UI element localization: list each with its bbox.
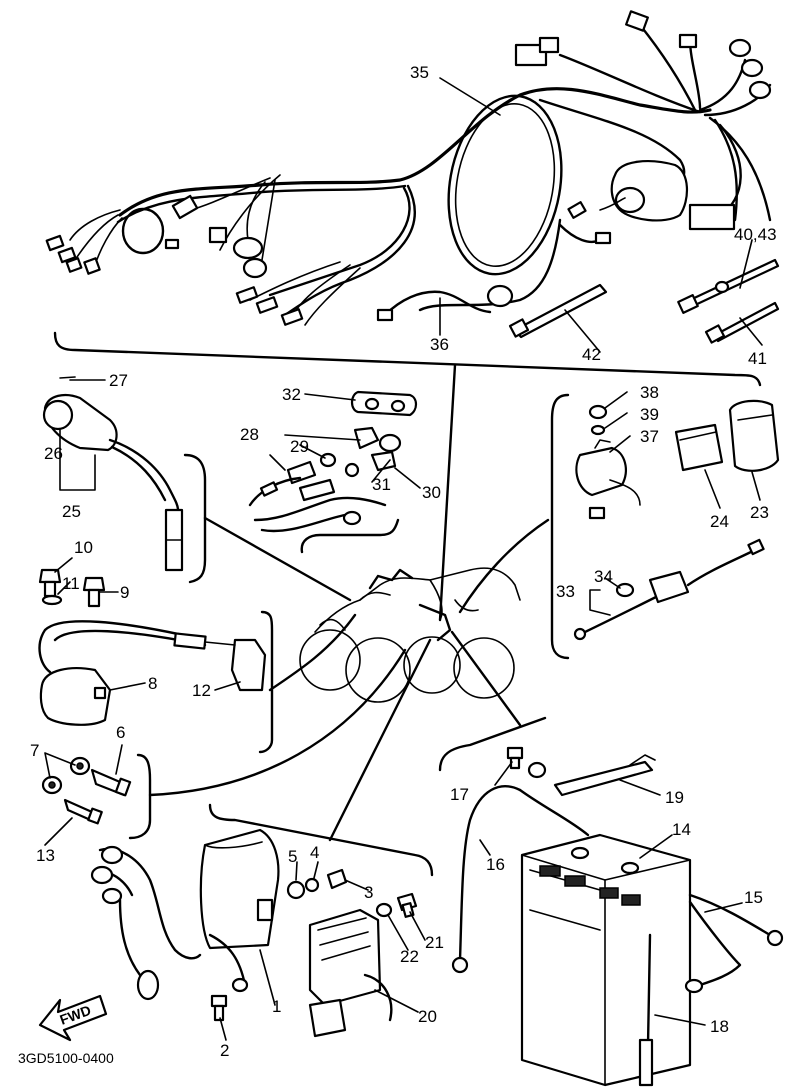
callout-42: 42 bbox=[582, 345, 601, 364]
callout-38: 38 bbox=[640, 383, 659, 402]
callout-19: 19 bbox=[665, 788, 684, 807]
callout-35: 35 bbox=[410, 63, 429, 82]
callout-18: 18 bbox=[710, 1017, 729, 1036]
callout-2: 2 bbox=[220, 1041, 229, 1060]
callout-16: 16 bbox=[486, 855, 505, 874]
relay-group bbox=[550, 393, 780, 660]
callout-34: 34 bbox=[594, 567, 613, 586]
harness-group-bracket bbox=[53, 331, 762, 387]
callout-leaders bbox=[44, 77, 763, 1041]
callout-17: 17 bbox=[450, 785, 469, 804]
harness-connectors bbox=[45, 10, 772, 326]
callout-7: 7 bbox=[30, 741, 39, 760]
drawing-code: 3GD5100-0400 bbox=[18, 1050, 114, 1066]
callout-24: 24 bbox=[710, 512, 729, 531]
clamp-40-43 bbox=[677, 258, 780, 314]
callout-11: 11 bbox=[62, 574, 80, 593]
callout-15: 15 bbox=[744, 888, 763, 907]
callout-29: 29 bbox=[290, 437, 309, 456]
leader-lines bbox=[148, 363, 550, 842]
fwd-arrow-icon: FWD bbox=[38, 994, 108, 1042]
callout-3: 3 bbox=[364, 883, 373, 902]
callout-28: 28 bbox=[240, 425, 259, 444]
callout-33: 33 bbox=[556, 582, 575, 601]
callout-30: 30 bbox=[422, 483, 441, 502]
rectifier-group bbox=[208, 803, 434, 1038]
callout-labels: 35 36 42 40,43 41 27 32 28 29 31 30 38 3… bbox=[18, 63, 777, 1066]
callout-27: 27 bbox=[109, 371, 128, 390]
connector-group-28-32 bbox=[248, 390, 418, 554]
callout-23: 23 bbox=[750, 503, 769, 522]
callout-21: 21 bbox=[425, 933, 444, 952]
bolts-9-10-11 bbox=[38, 568, 106, 608]
callout-32: 32 bbox=[282, 385, 301, 404]
callout-40-43: 40,43 bbox=[734, 225, 777, 244]
callout-13: 13 bbox=[36, 846, 55, 865]
callout-6: 6 bbox=[116, 723, 125, 742]
main-switch-group bbox=[42, 376, 207, 584]
clamp-41 bbox=[704, 301, 780, 344]
callout-26: 26 bbox=[44, 444, 63, 463]
callout-12: 12 bbox=[192, 681, 211, 700]
callout-14: 14 bbox=[672, 820, 691, 839]
callout-5: 5 bbox=[288, 847, 297, 866]
callout-1: 1 bbox=[272, 997, 281, 1016]
callout-10: 10 bbox=[74, 538, 93, 557]
callout-37: 37 bbox=[640, 427, 659, 446]
vehicle-outline bbox=[299, 567, 521, 703]
callout-25: 25 bbox=[62, 502, 81, 521]
band-42 bbox=[508, 283, 608, 339]
callout-39: 39 bbox=[640, 405, 659, 424]
callout-36: 36 bbox=[430, 335, 449, 354]
switch-group-6-7-13 bbox=[41, 753, 152, 840]
cdi-unit-group bbox=[90, 828, 280, 1022]
callout-9: 9 bbox=[120, 583, 129, 602]
callout-31: 31 bbox=[372, 475, 391, 494]
ignition-coil-group bbox=[38, 610, 274, 754]
cable-group-33-34 bbox=[573, 538, 765, 641]
callout-41: 41 bbox=[748, 349, 767, 368]
callout-20: 20 bbox=[418, 1007, 437, 1026]
callout-22: 22 bbox=[400, 947, 419, 966]
callout-4: 4 bbox=[310, 843, 319, 862]
battery-group bbox=[438, 716, 784, 1087]
sub-lead-wire bbox=[376, 290, 492, 322]
callout-8: 8 bbox=[148, 674, 157, 693]
